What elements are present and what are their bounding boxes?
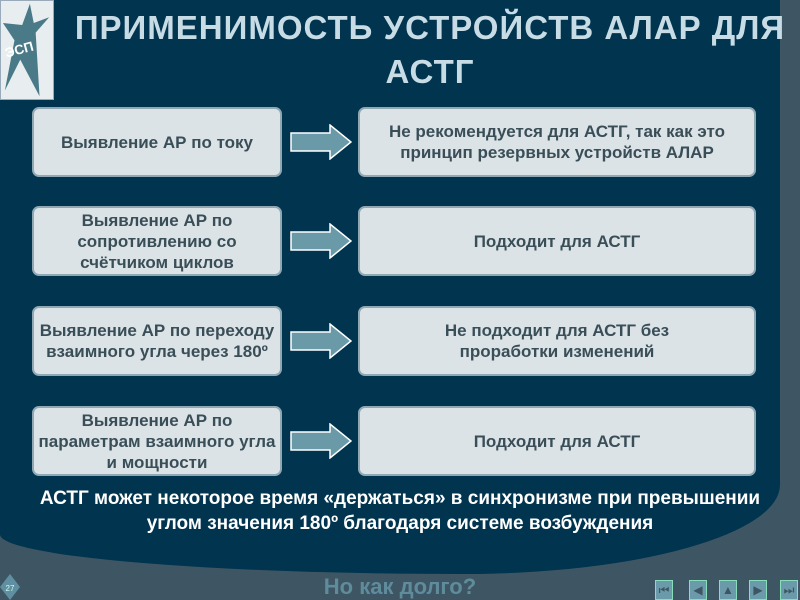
slide-title: ПРИМЕНИМОСТЬ УСТРОЙСТВ АЛАР ДЛЯ АСТГ <box>74 9 786 90</box>
esp-logo: ЭСП <box>0 0 54 100</box>
arrow-icon <box>290 124 352 160</box>
method-box-1: Выявление АР по току <box>32 107 282 177</box>
page-number-diamond[interactable]: 27 <box>0 574 20 600</box>
next-slide-button[interactable]: ▶ <box>749 580 767 600</box>
first-slide-button[interactable]: ⏮ <box>655 580 673 600</box>
arrow-icon <box>290 223 352 259</box>
verdict-box-3: Не подходит для АСТГ без проработки изме… <box>358 306 756 376</box>
svg-text:ЭСП: ЭСП <box>3 39 35 61</box>
verdict-box-4: Подходит для АСТГ <box>358 406 756 476</box>
arrow-icon <box>290 423 352 459</box>
question-text: Но как долго? <box>323 574 477 599</box>
last-slide-button[interactable]: ⏭ <box>780 580 798 600</box>
method-box-4: Выявление АР по параметрам взаимного угл… <box>32 406 282 476</box>
arrow-icon <box>290 323 352 359</box>
verdict-box-1: Не рекомендуется для АСТГ, так как это п… <box>358 107 756 177</box>
home-button[interactable]: ▲ <box>719 580 737 600</box>
page-number: 27 <box>6 584 15 593</box>
method-box-3: Выявление АР по переходу взаимного угла … <box>32 306 282 376</box>
prev-slide-button[interactable]: ◀ <box>689 580 707 600</box>
background-panel <box>0 0 780 574</box>
conclusion-text: АСТГ может некоторое время «держаться» в… <box>39 488 761 534</box>
verdict-box-2: Подходит для АСТГ <box>358 206 756 276</box>
method-box-2: Выявление АР по сопротивлению со счётчик… <box>32 206 282 276</box>
